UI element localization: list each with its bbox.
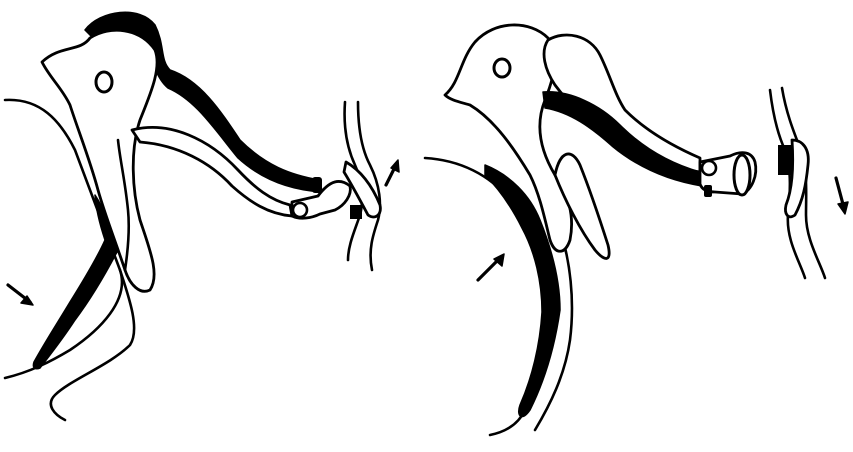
right-panel <box>425 25 848 435</box>
right-stapes-ring <box>734 155 750 195</box>
right-stapes-joint <box>702 161 716 175</box>
right-oval-window-dark <box>778 145 792 175</box>
left-arrow-up-right <box>386 160 399 185</box>
left-stapes-joint <box>293 203 307 217</box>
right-arrow-down <box>836 178 848 214</box>
left-arrow-right-down <box>8 285 33 305</box>
left-oval-window-dark <box>350 205 362 219</box>
left-membrane-dark-band <box>33 195 118 369</box>
left-panel <box>5 12 399 420</box>
right-stapes-knot <box>704 185 712 197</box>
left-stapes-knot <box>312 177 322 193</box>
right-arrow-up-right <box>478 254 504 280</box>
right-malleus-opening <box>494 59 510 77</box>
left-malleus-opening <box>96 72 112 92</box>
